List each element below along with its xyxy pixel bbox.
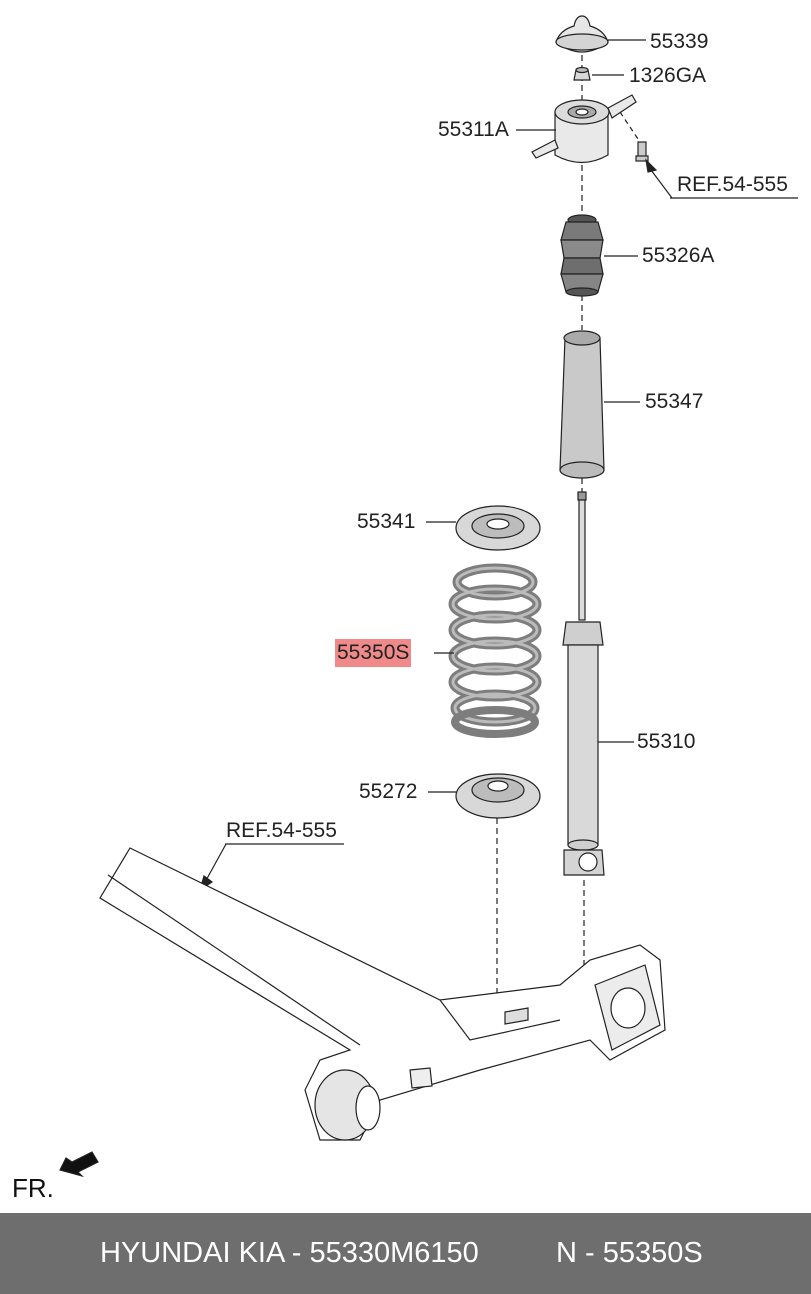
bolt <box>619 111 649 162</box>
front-marker: FR. <box>12 1173 54 1203</box>
label-1326ga[interactable]: 1326GA <box>629 64 707 87</box>
label-55339[interactable]: 55339 <box>650 30 709 53</box>
label-55326a[interactable]: 55326A <box>642 244 715 267</box>
label-ref-top[interactable]: REF.54-555 <box>677 173 788 196</box>
mount-55311a <box>531 94 637 164</box>
lower-spring-pad-55272 <box>455 773 541 819</box>
bump-stopper-55326a <box>560 214 604 297</box>
coil-spring-55350s <box>448 563 542 738</box>
label-ref-bottom[interactable]: REF.54-555 <box>226 819 337 842</box>
upper-spring-pad-55341 <box>455 505 541 551</box>
label-55310[interactable]: 55310 <box>637 730 696 753</box>
dust-cover-55347 <box>559 330 605 479</box>
label-55272[interactable]: 55272 <box>359 780 418 803</box>
suspension-diagram <box>59 15 798 1178</box>
front-arrow-icon <box>59 1151 99 1178</box>
nut-1326ga <box>573 66 591 81</box>
shock-absorber-55310 <box>562 491 605 876</box>
footer-brand: HYUNDAI KIA - 55330M6150 <box>100 1237 479 1269</box>
label-55341[interactable]: 55341 <box>357 510 416 533</box>
footer-bar: HYUNDAI KIA - 55330M6150 N - 55350S <box>0 1213 811 1294</box>
label-55350s-highlighted[interactable]: 55350S <box>335 639 412 667</box>
footer-part: N - 55350S <box>556 1237 703 1269</box>
rear-axle-beam <box>99 847 666 1141</box>
bump-cap-55339 <box>555 15 609 53</box>
label-55311a[interactable]: 55311A <box>438 118 509 141</box>
label-55347[interactable]: 55347 <box>645 390 704 413</box>
